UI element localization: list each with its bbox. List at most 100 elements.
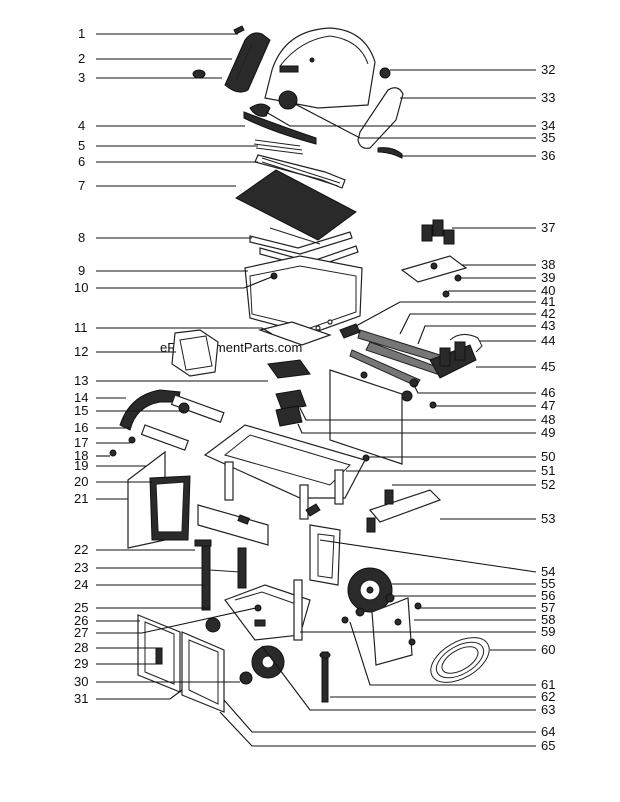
- callout-20: 20: [74, 474, 88, 489]
- callout-5: 5: [78, 138, 85, 153]
- callout-34: 34: [541, 118, 555, 133]
- rear-panel-nut: [414, 602, 422, 610]
- frame-top: [203, 424, 366, 520]
- callout-8: 8: [78, 230, 85, 245]
- leg-bolt: [194, 539, 212, 547]
- callout-25: 25: [74, 600, 88, 615]
- side-table-frame: [119, 389, 225, 451]
- callout-33: 33: [541, 90, 555, 105]
- burner-bracket: [339, 323, 361, 339]
- callout-10: 10: [74, 280, 88, 295]
- side-panel-screw: [360, 371, 368, 379]
- crossover-tube: [449, 334, 483, 353]
- callout-64: 64: [541, 724, 555, 739]
- lid-end-cap: [357, 87, 404, 149]
- control-knobs: [421, 219, 455, 245]
- front-panel: [197, 504, 269, 546]
- table-screw: [128, 436, 136, 444]
- callout-28: 28: [74, 640, 88, 655]
- callout-52: 52: [541, 477, 555, 492]
- callout-39: 39: [541, 270, 555, 285]
- catch-pan-liner: [275, 389, 307, 411]
- side-handle: [366, 489, 442, 533]
- lid-handle: [224, 32, 271, 93]
- callout-44: 44: [541, 333, 555, 348]
- thermometer-bezel: [278, 90, 298, 110]
- catch-pan-holder: [171, 329, 219, 377]
- callout-61: 61: [541, 677, 555, 692]
- callout-53: 53: [541, 511, 555, 526]
- end-cap-knob: [379, 67, 391, 79]
- control-panel-hole: [430, 262, 438, 270]
- callout-54: 54: [541, 564, 555, 579]
- callout-55: 55: [541, 576, 555, 591]
- catch-pan: [275, 405, 303, 427]
- callout-15: 15: [74, 403, 88, 418]
- callout-59: 59: [541, 624, 555, 639]
- right-leg: [293, 579, 303, 641]
- callout-42: 42: [541, 306, 555, 321]
- callout-50: 50: [541, 449, 555, 464]
- callout-24: 24: [74, 577, 88, 592]
- cookbox: [244, 255, 363, 335]
- axle-pin: [341, 616, 349, 624]
- callout-22: 22: [74, 542, 88, 557]
- door-knob: [239, 671, 253, 685]
- side-panel: [329, 369, 403, 465]
- callout-49: 49: [541, 425, 555, 440]
- callout-29: 29: [74, 656, 88, 671]
- cooking-grate: [235, 169, 357, 241]
- left-leaders: [96, 33, 275, 700]
- callout-26: 26: [74, 613, 88, 628]
- callout-32: 32: [541, 62, 555, 77]
- callout-37: 37: [541, 220, 555, 235]
- rear-panel-bolt: [408, 638, 416, 646]
- lid-screw: [233, 25, 245, 35]
- igniter-cap: [319, 651, 331, 659]
- end-cap-bolt: [377, 147, 403, 159]
- callout-41: 41: [541, 294, 555, 309]
- left-callouts: 1 2 3 4 5 6 7 8 9 10 11 12 13 14 15 16 1…: [74, 26, 88, 706]
- warming-rack: [253, 139, 304, 155]
- axle-washer: [355, 607, 365, 617]
- callout-62: 62: [541, 689, 555, 704]
- callout-56: 56: [541, 588, 555, 603]
- callout-18: 18: [74, 448, 88, 463]
- callout-14: 14: [74, 390, 88, 405]
- callout-12: 12: [74, 344, 88, 359]
- tank-door: [309, 524, 341, 586]
- callout-63: 63: [541, 702, 555, 717]
- callout-4: 4: [78, 118, 85, 133]
- gas-hose: [430, 637, 490, 683]
- callout-46: 46: [541, 385, 555, 400]
- callout-35: 35: [541, 130, 555, 145]
- callout-43: 43: [541, 318, 555, 333]
- thermometer: [249, 103, 271, 117]
- callout-38: 38: [541, 257, 555, 272]
- grill-lid: [264, 27, 376, 109]
- callout-40: 40: [541, 283, 555, 298]
- callout-48: 48: [541, 412, 555, 427]
- callout-19: 19: [74, 458, 88, 473]
- callout-45: 45: [541, 359, 555, 374]
- callout-57: 57: [541, 600, 555, 615]
- wheel: [347, 567, 393, 613]
- burner-tubes: [349, 329, 441, 387]
- bottom-shelf: [224, 584, 311, 641]
- manifold-assembly: [429, 341, 477, 379]
- caster-wheel: [205, 617, 221, 633]
- rear-panel-screw: [394, 618, 402, 626]
- callout-9: 9: [78, 263, 85, 278]
- callout-7: 7: [78, 178, 85, 193]
- callout-58: 58: [541, 612, 555, 627]
- control-panel-nut: [442, 290, 450, 298]
- handle-spacer: [192, 69, 206, 79]
- wheel-nut: [385, 593, 395, 603]
- callout-23: 23: [74, 560, 88, 575]
- callout-30: 30: [74, 674, 88, 689]
- callout-3: 3: [78, 70, 85, 85]
- manifold-screw: [429, 401, 437, 409]
- callout-36: 36: [541, 148, 555, 163]
- callout-31: 31: [74, 691, 88, 706]
- caster-large: [251, 645, 285, 679]
